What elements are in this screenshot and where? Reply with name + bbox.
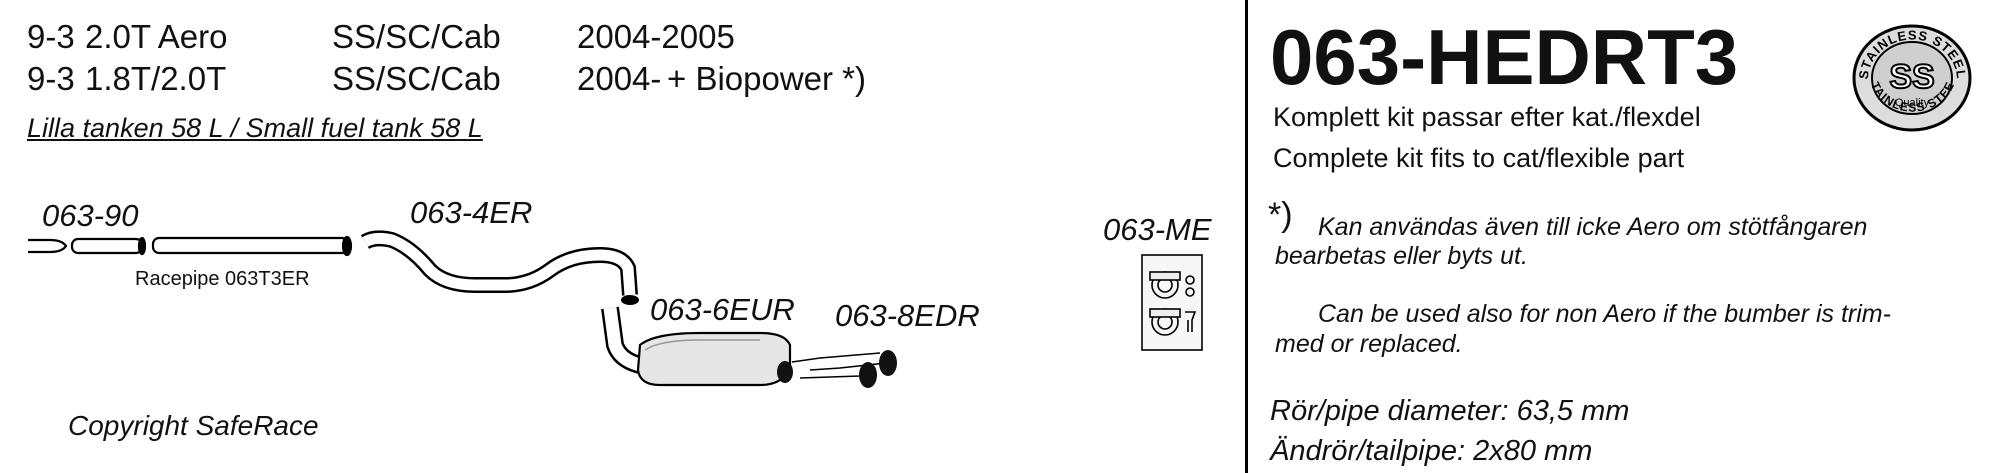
footnote-mark: *) bbox=[1268, 196, 1293, 234]
tank-note: Lilla tanken 58 L / Small fuel tank 58 L bbox=[27, 113, 483, 143]
panel-divider bbox=[1245, 0, 1248, 473]
copyright: Copyright SafeRace bbox=[68, 410, 319, 441]
inlet-flange bbox=[28, 238, 68, 254]
fitment-engine: 1.8T/2.0T bbox=[85, 60, 227, 97]
tailpipe-063-8EDR bbox=[791, 352, 881, 363]
kit-code: 063-HEDRT3 bbox=[1270, 13, 1739, 101]
kit-line-sv: Komplett kit passar efter kat./flexdel bbox=[1273, 102, 1701, 132]
part-label-063-ME: 063-ME bbox=[1103, 212, 1212, 247]
part-label-063-4ER: 063-4ER bbox=[410, 195, 533, 230]
kit-line-en: Complete kit fits to cat/flexible part bbox=[1273, 143, 1685, 173]
pipe-diameter: Rör/pipe diameter: 63,5 mm bbox=[1270, 395, 1630, 427]
mount-kit-icon bbox=[1141, 254, 1203, 351]
fitment-model: 9-3 bbox=[27, 60, 75, 97]
footnote-en-2: med or replaced. bbox=[1275, 330, 1463, 358]
part-label-063-6EUR: 063-6EUR bbox=[650, 292, 795, 327]
badge-letters: SS bbox=[1889, 58, 1934, 96]
fitment-extra: + Biopower *) bbox=[667, 60, 867, 97]
footnote-sv-2: bearbetas eller byts ut. bbox=[1275, 242, 1528, 270]
muffler-063-6EUR bbox=[636, 331, 792, 387]
racepipe-label: Racepipe 063T3ER bbox=[135, 268, 310, 290]
exhaust-diagram bbox=[28, 230, 1203, 388]
footnote-sv: Kan användas även till icke Aero om stöt… bbox=[1318, 213, 1868, 241]
part-label-063-90: 063-90 bbox=[42, 198, 139, 233]
stainless-steel-badge-icon: STAINLESS STEEL STAINLESS STEEL SS Quali… bbox=[1850, 22, 1972, 132]
fitment-years: 2004-2005 bbox=[577, 18, 735, 55]
fitment-model: 9-3 bbox=[27, 18, 75, 55]
footnote-en: Can be used also for non Aero if the bum… bbox=[1318, 300, 1891, 328]
badge-quality: Quality bbox=[1895, 97, 1930, 109]
pipe-racepipe bbox=[151, 236, 350, 255]
fitment-body: SS/SC/Cab bbox=[332, 18, 501, 55]
fitment-engine: 2.0T Aero bbox=[85, 18, 228, 55]
part-label-063-8EDR: 063-8EDR bbox=[835, 298, 980, 333]
fitment-body: SS/SC/Cab bbox=[332, 60, 501, 97]
tailpipe-size: Ändrör/tailpipe: 2x80 mm bbox=[1270, 435, 1593, 467]
fitment-years: 2004- bbox=[577, 60, 662, 97]
pipe-063-90 bbox=[70, 237, 144, 255]
